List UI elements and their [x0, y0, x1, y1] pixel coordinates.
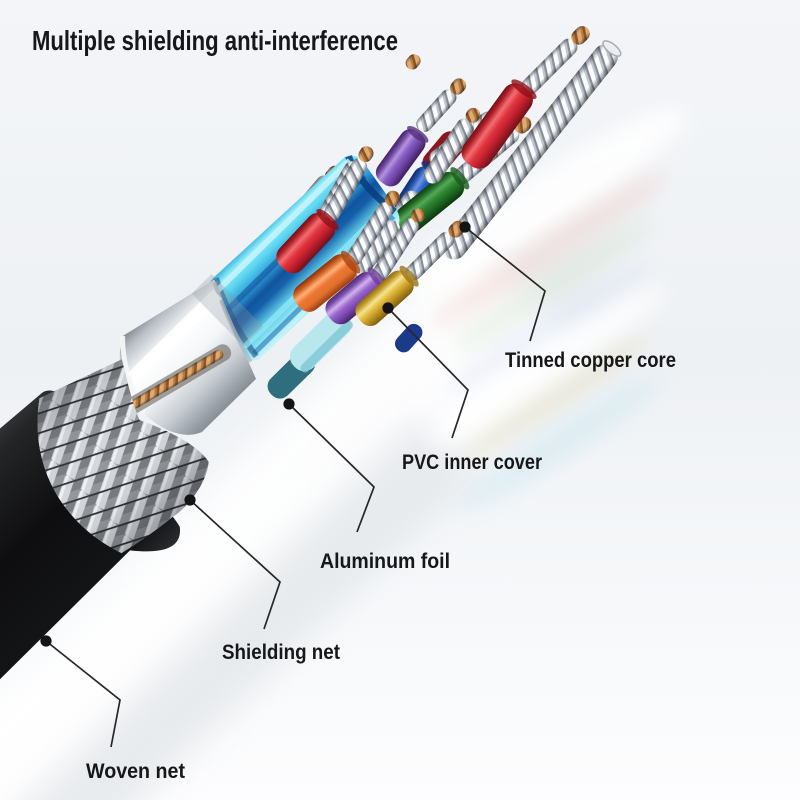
svg-text:Tinned copper core: Tinned copper core [505, 348, 676, 372]
svg-text:Multiple shielding anti-interf: Multiple shielding anti-interference [32, 25, 398, 56]
svg-text:Shielding net: Shielding net [222, 640, 340, 664]
svg-text:Aluminum foil: Aluminum foil [320, 549, 450, 573]
svg-text:PVC inner cover: PVC inner cover [402, 450, 543, 474]
svg-text:Woven net: Woven net [86, 759, 185, 783]
